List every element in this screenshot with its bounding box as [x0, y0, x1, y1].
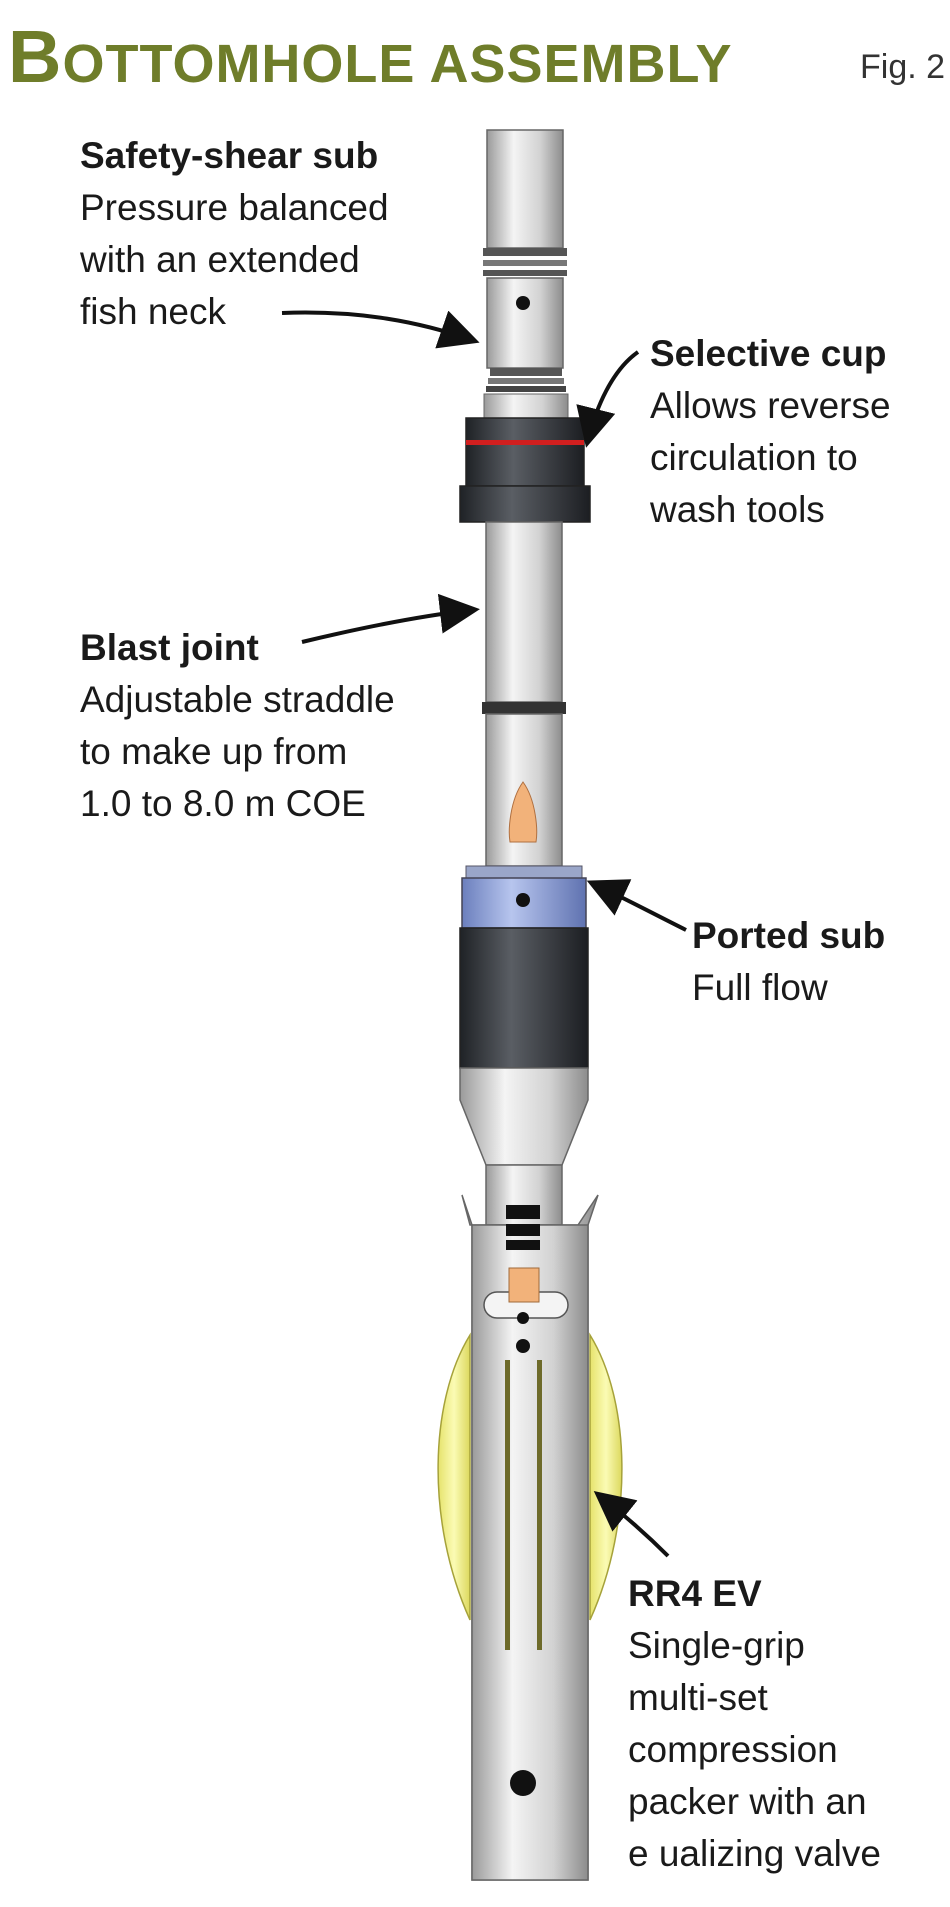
- rr4-ev-description: Single-grip multi-set compression packer…: [628, 1625, 881, 1874]
- callout-blast-joint: Blast joint Adjustable straddle to make …: [80, 622, 395, 830]
- safety-shear-heading: Safety-shear sub: [80, 135, 379, 176]
- arrow-ported-sub: [586, 879, 687, 932]
- ported-sub: [459, 865, 589, 1069]
- title-rest: OTTOMHOLE ASSEMBLY: [62, 34, 733, 94]
- selective-cup-heading: Selective cup: [650, 333, 887, 374]
- callout-selective-cup: Selective cup Allows reverse circulation…: [650, 328, 891, 536]
- selective-cup: [459, 417, 591, 523]
- callout-rr4-ev: RR4 EV Single-grip multi-set compression…: [628, 1568, 881, 1880]
- callout-ported-sub: Ported sub Full flow: [692, 910, 885, 1014]
- taper-section: [459, 1067, 589, 1226]
- safety-shear-sub: [483, 129, 569, 419]
- callout-safety-shear: Safety-shear sub Pressure balanced with …: [80, 130, 389, 338]
- rr4-ev-packer: [437, 1194, 623, 1881]
- blast-joint-description: Adjustable straddle to make up from 1.0 …: [80, 679, 395, 824]
- rr4-ev-heading: RR4 EV: [628, 1573, 762, 1614]
- title-initial: B: [8, 15, 63, 98]
- safety-shear-description: Pressure balanced with an extended fish …: [80, 187, 389, 332]
- selective-cup-description: Allows reverse circulation to wash tools: [650, 385, 891, 530]
- ported-sub-description: Full flow: [692, 967, 828, 1008]
- blast-joint-heading: Blast joint: [80, 627, 259, 668]
- ported-sub-heading: Ported sub: [692, 915, 886, 956]
- callout-arrows: [281, 310, 687, 1558]
- diagram-title: BOTTOMHOLE ASSEMBLY: [8, 14, 733, 99]
- arrow-blast-joint: [301, 593, 480, 644]
- arrow-selective-cup: [576, 350, 640, 448]
- arrow-rr4-ev: [593, 1491, 670, 1558]
- figure-label: Fig. 2: [860, 48, 946, 86]
- blast-joint: [482, 521, 566, 867]
- arrow-safety-shear: [281, 310, 480, 349]
